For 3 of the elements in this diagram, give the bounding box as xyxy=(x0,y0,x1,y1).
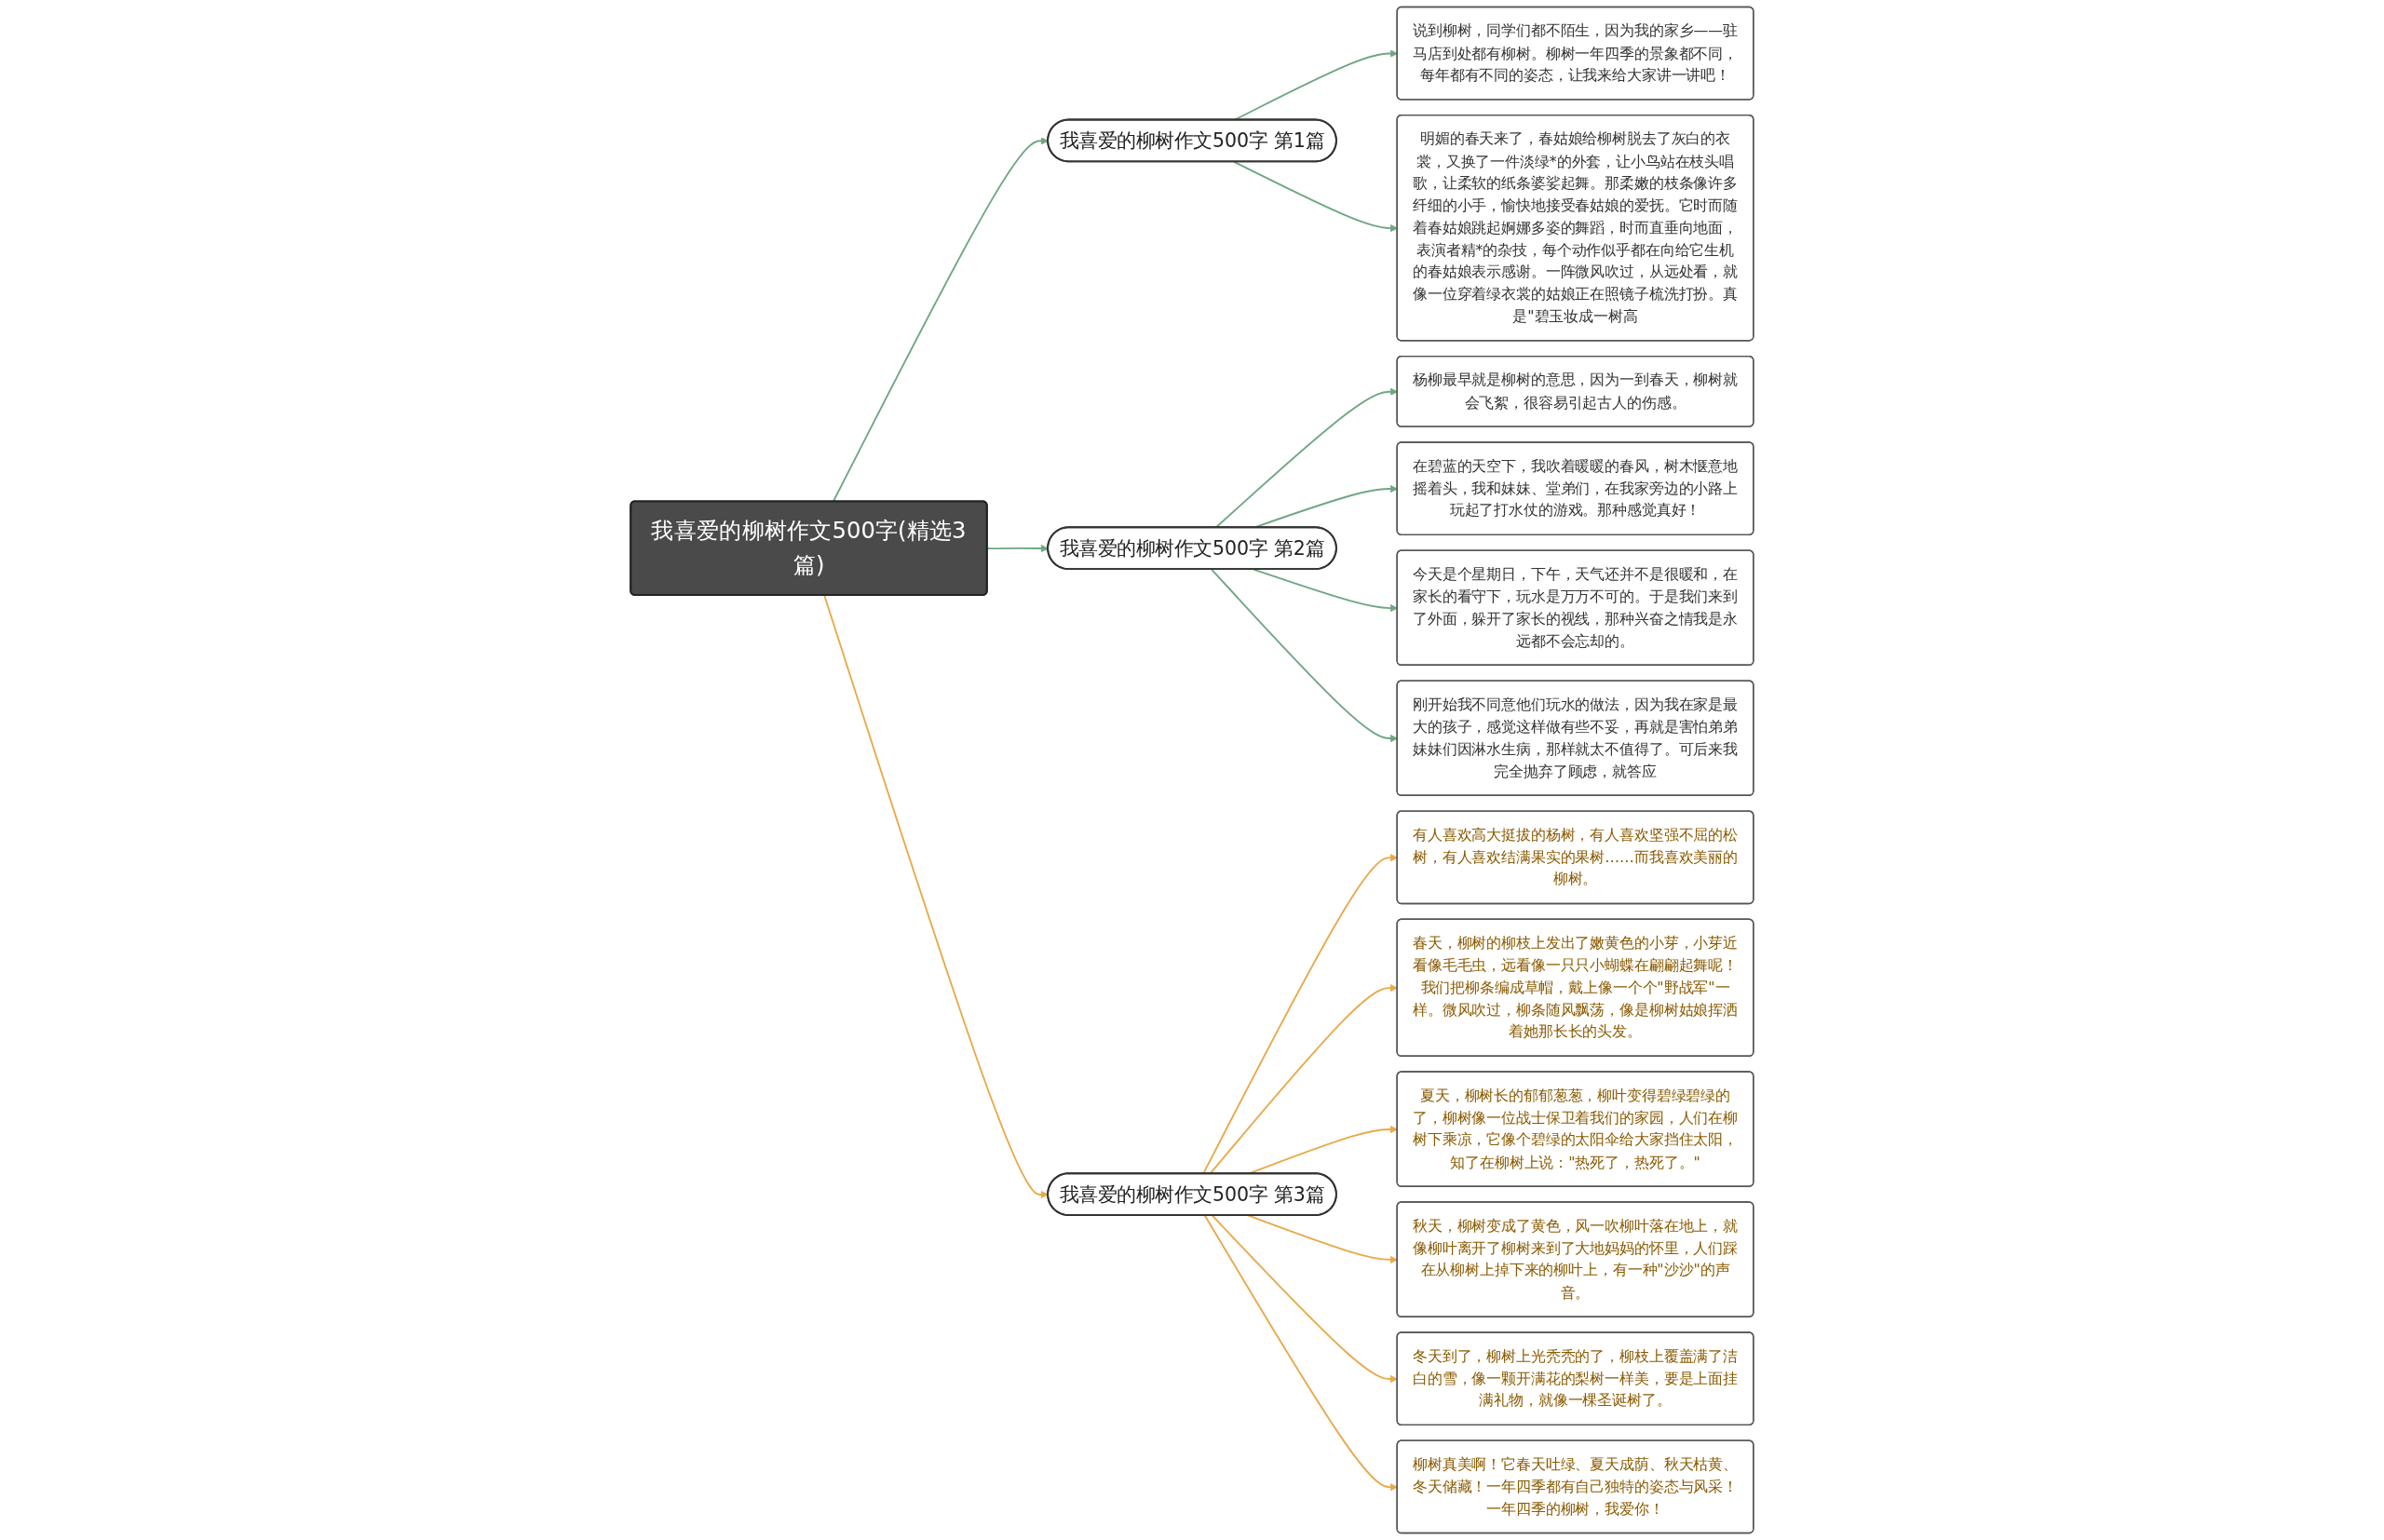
arrow xyxy=(823,594,1049,1199)
arrow xyxy=(832,137,1049,503)
arrow xyxy=(986,544,1049,553)
